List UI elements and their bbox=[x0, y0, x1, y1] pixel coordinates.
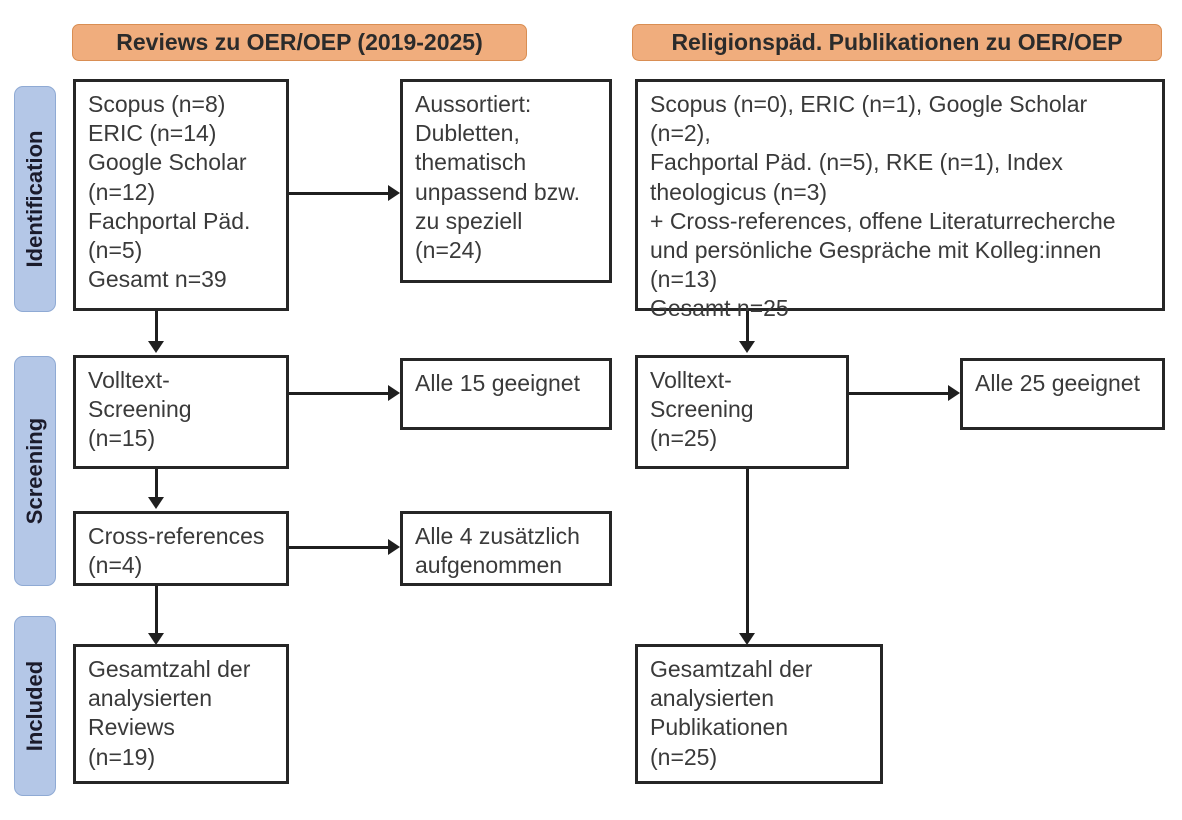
phase-label-identification: Identification bbox=[22, 130, 47, 268]
connector-right-screening-to-result bbox=[849, 392, 948, 395]
box-right-included-total-text: Gesamtzahl der analysierten Publikatione… bbox=[650, 656, 813, 770]
connector-right-screening-to-included bbox=[746, 469, 749, 635]
phase-bar-identification: Identification bbox=[14, 86, 56, 312]
phase-label-screening: Screening bbox=[22, 417, 47, 525]
box-right-fulltext-screening-text: Volltext- Screening (n=25) bbox=[650, 367, 754, 452]
column-header-left-label: Reviews zu OER/OEP (2019-2025) bbox=[116, 29, 483, 55]
column-header-left: Reviews zu OER/OEP (2019-2025) bbox=[72, 24, 527, 61]
box-left-crossrefs-result: Alle 4 zusätzlich aufgenommen bbox=[400, 511, 612, 586]
connector-right-identification-to-screening bbox=[746, 311, 749, 343]
arrowhead-right-screening-to-included bbox=[739, 633, 755, 645]
box-left-included-total-text: Gesamtzahl der analysierten Reviews (n=1… bbox=[88, 656, 251, 770]
connector-left-screening-to-crossrefs bbox=[155, 469, 158, 499]
box-right-screening-result-text: Alle 25 geeignet bbox=[975, 370, 1140, 396]
box-left-screening-result-text: Alle 15 geeignet bbox=[415, 370, 580, 396]
box-right-fulltext-screening: Volltext- Screening (n=25) bbox=[635, 355, 849, 469]
column-header-right-label: Religionspäd. Publikationen zu OER/OEP bbox=[671, 29, 1123, 55]
box-left-excluded: Aussortiert: Dubletten, thematisch unpas… bbox=[400, 79, 612, 283]
connector-left-crossrefs-to-included bbox=[155, 586, 158, 635]
arrowhead-left-screening-to-result bbox=[388, 385, 400, 401]
arrowhead-right-screening-to-result bbox=[948, 385, 960, 401]
arrowhead-left-crossrefs-to-included bbox=[148, 633, 164, 645]
box-right-included-total: Gesamtzahl der analysierten Publikatione… bbox=[635, 644, 883, 784]
box-left-included-total: Gesamtzahl der analysierten Reviews (n=1… bbox=[73, 644, 289, 784]
box-left-crossrefs-result-text: Alle 4 zusätzlich aufgenommen bbox=[415, 523, 580, 579]
connector-left-crossrefs-to-result bbox=[289, 546, 388, 549]
box-left-identification-sources: Scopus (n=8) ERIC (n=14) Google Scholar … bbox=[73, 79, 289, 311]
box-left-excluded-text: Aussortiert: Dubletten, thematisch unpas… bbox=[415, 91, 580, 264]
connector-left-screening-to-result bbox=[289, 392, 388, 395]
box-left-crossrefs-text: Cross-references (n=4) bbox=[88, 523, 265, 579]
box-right-screening-result: Alle 25 geeignet bbox=[960, 358, 1165, 430]
arrowhead-left-crossrefs-to-result bbox=[388, 539, 400, 555]
arrowhead-left-identification-to-screening bbox=[148, 341, 164, 353]
box-right-identification-sources: Scopus (n=0), ERIC (n=1), Google Scholar… bbox=[635, 79, 1165, 321]
phase-bar-included: Included bbox=[14, 616, 56, 796]
box-left-crossrefs: Cross-references (n=4) bbox=[73, 511, 289, 586]
box-right-identification-sources-text: Scopus (n=0), ERIC (n=1), Google Scholar… bbox=[650, 91, 1116, 322]
phase-bar-screening: Screening bbox=[14, 356, 56, 586]
box-left-screening-result: Alle 15 geeignet bbox=[400, 358, 612, 430]
arrowhead-left-screening-to-crossrefs bbox=[148, 497, 164, 509]
connector-left-identification-to-screening bbox=[155, 311, 158, 343]
connector-left-identification-to-excluded bbox=[289, 192, 388, 195]
box-left-fulltext-screening-text: Volltext- Screening (n=15) bbox=[88, 367, 192, 452]
box-left-identification-sources-text: Scopus (n=8) ERIC (n=14) Google Scholar … bbox=[88, 91, 251, 293]
arrowhead-right-identification-to-screening bbox=[739, 341, 755, 353]
phase-label-included: Included bbox=[22, 660, 47, 752]
arrowhead-left-identification-to-excluded bbox=[388, 185, 400, 201]
box-left-fulltext-screening: Volltext- Screening (n=15) bbox=[73, 355, 289, 469]
column-header-right: Religionspäd. Publikationen zu OER/OEP bbox=[632, 24, 1162, 61]
